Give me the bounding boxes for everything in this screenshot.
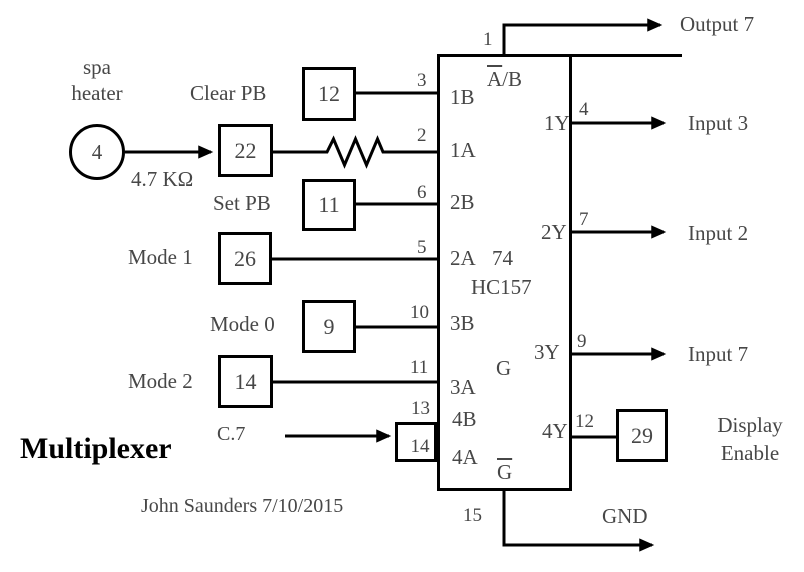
source-node-circle: 4 — [69, 124, 125, 180]
label-display-enable: Display Enable — [710, 411, 790, 467]
module-box-9: 9 — [302, 300, 356, 353]
label-display-enable-line1: Display — [717, 413, 783, 437]
module-box-29: 29 — [616, 409, 668, 462]
pin-number-6: 6 — [417, 182, 427, 203]
diagram-title: Multiplexer — [20, 432, 172, 465]
label-c7: C.7 — [217, 423, 246, 445]
ic-select-a-overlined: A — [487, 67, 503, 91]
ic-pin-name-2b: 2B — [450, 190, 475, 214]
ic-pin-name-2a: 2A — [450, 246, 476, 270]
pin-number-1: 1 — [483, 29, 493, 50]
label-mode-1: Mode 1 — [128, 245, 193, 269]
module-12-value: 12 — [318, 81, 340, 106]
pin-number-5: 5 — [417, 237, 427, 258]
pin-number-2: 2 — [417, 125, 427, 146]
pin-number-13: 13 — [411, 398, 430, 419]
ic-gate-label: G — [496, 356, 512, 380]
ic-select-label: A/B — [487, 68, 522, 90]
module-26-value: 26 — [234, 245, 256, 271]
module-9-value: 9 — [323, 313, 335, 339]
ic-pin-name-1b: 1B — [450, 85, 475, 109]
ic-pin-name-3b: 3B — [450, 311, 475, 335]
ic-pin-name-4a: 4A — [452, 445, 478, 469]
label-mode-2: Mode 2 — [128, 369, 193, 393]
module-box-12: 12 — [302, 67, 356, 121]
module-box-11: 11 — [302, 179, 356, 231]
module-14-value: 14 — [234, 368, 257, 394]
c7-junction-box — [395, 422, 437, 462]
ic-pin-name-4b: 4B — [452, 407, 477, 431]
ic-pin-name-4y: 4Y — [542, 419, 568, 443]
wire-pin1-output7 — [502, 18, 663, 55]
ic-body — [437, 54, 572, 491]
module-22-value: 22 — [234, 137, 257, 163]
module-box-14: 14 — [218, 355, 273, 408]
label-gnd: GND — [602, 504, 648, 528]
pin-number-4: 4 — [579, 99, 589, 120]
pin-number-12: 12 — [575, 411, 594, 432]
pin-number-7: 7 — [579, 209, 589, 230]
module-29-value: 29 — [631, 422, 653, 448]
label-set-pb: Set PB — [213, 191, 271, 215]
pin-number-14: 14 — [410, 436, 430, 457]
source-label-line1: spa — [83, 55, 111, 79]
ic-enable-gbar: G — [497, 460, 513, 484]
ic-pin-name-2y: 2Y — [541, 220, 567, 244]
ic-part-line1: 74 — [492, 246, 513, 270]
ic-pin-name-3y: 3Y — [534, 340, 560, 364]
pin-number-10: 10 — [410, 302, 429, 323]
ic-pin-name-1a: 1A — [450, 138, 476, 162]
pin-number-15: 15 — [463, 505, 482, 526]
ic-part-line2: HC157 — [471, 275, 532, 299]
resistor-value-label: 4.7 KΩ — [131, 167, 194, 191]
pin-number-3: 3 — [417, 70, 427, 91]
module-box-26: 26 — [218, 232, 272, 285]
wire-22-resistor-to-1a — [273, 135, 440, 169]
wire-pin15-gnd — [502, 489, 655, 552]
module-11-value: 11 — [318, 192, 340, 217]
label-clear-pb: Clear PB — [190, 81, 267, 105]
ic-pin-name-1y: 1Y — [544, 111, 570, 135]
module-box-22: 22 — [218, 124, 273, 177]
label-input-2: Input 2 — [688, 221, 749, 245]
ic-select-b: /B — [502, 67, 523, 91]
label-output-7: Output 7 — [680, 12, 755, 36]
source-label-line2: heater — [71, 81, 123, 105]
ic-pin-name-3a: 3A — [450, 375, 476, 399]
diagram-credit: John Saunders 7/10/2015 — [141, 495, 344, 517]
source-node-value: 4 — [91, 139, 103, 164]
label-input-7: Input 7 — [688, 342, 749, 366]
label-input-3: Input 3 — [688, 111, 749, 135]
ic-enable-label-wrap: G — [497, 461, 512, 483]
label-mode-0: Mode 0 — [210, 312, 275, 336]
label-display-enable-line2: Enable — [720, 441, 780, 465]
pin-number-9: 9 — [577, 331, 587, 352]
source-label: spa heater — [60, 54, 134, 106]
pin-number-11: 11 — [410, 357, 429, 378]
